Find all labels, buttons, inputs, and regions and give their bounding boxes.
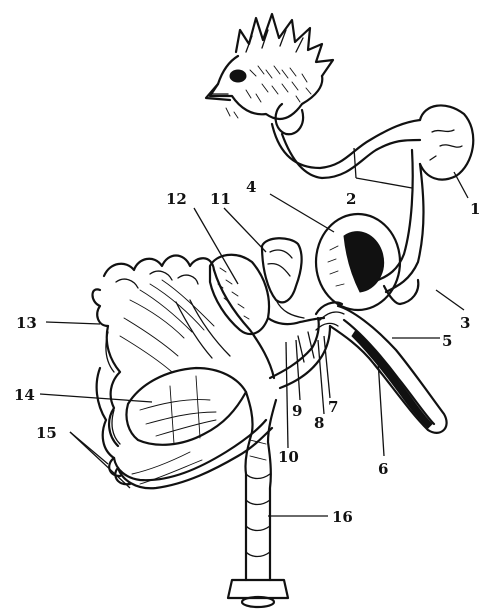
label-9: 9	[292, 402, 302, 420]
label-2: 2	[346, 190, 356, 208]
label-3: 3	[460, 314, 470, 332]
gizzard	[316, 214, 418, 310]
label-14: 14	[14, 386, 35, 404]
liver	[210, 238, 324, 334]
label-11: 11	[210, 190, 231, 208]
label-6: 6	[378, 460, 388, 478]
label-16: 16	[332, 508, 353, 526]
chicken-head	[206, 14, 333, 134]
label-4: 4	[246, 178, 256, 196]
label-7: 7	[328, 398, 338, 416]
label-1: 1	[470, 200, 480, 218]
label-15: 15	[36, 424, 57, 442]
rectum-and-cloaca	[228, 392, 288, 607]
label-12: 12	[166, 190, 187, 208]
leader-lines	[40, 148, 468, 516]
label-13: 13	[16, 314, 37, 332]
label-10: 10	[278, 448, 299, 466]
label-5: 5	[442, 332, 452, 350]
small-intestine	[93, 256, 275, 459]
label-8: 8	[314, 414, 324, 432]
